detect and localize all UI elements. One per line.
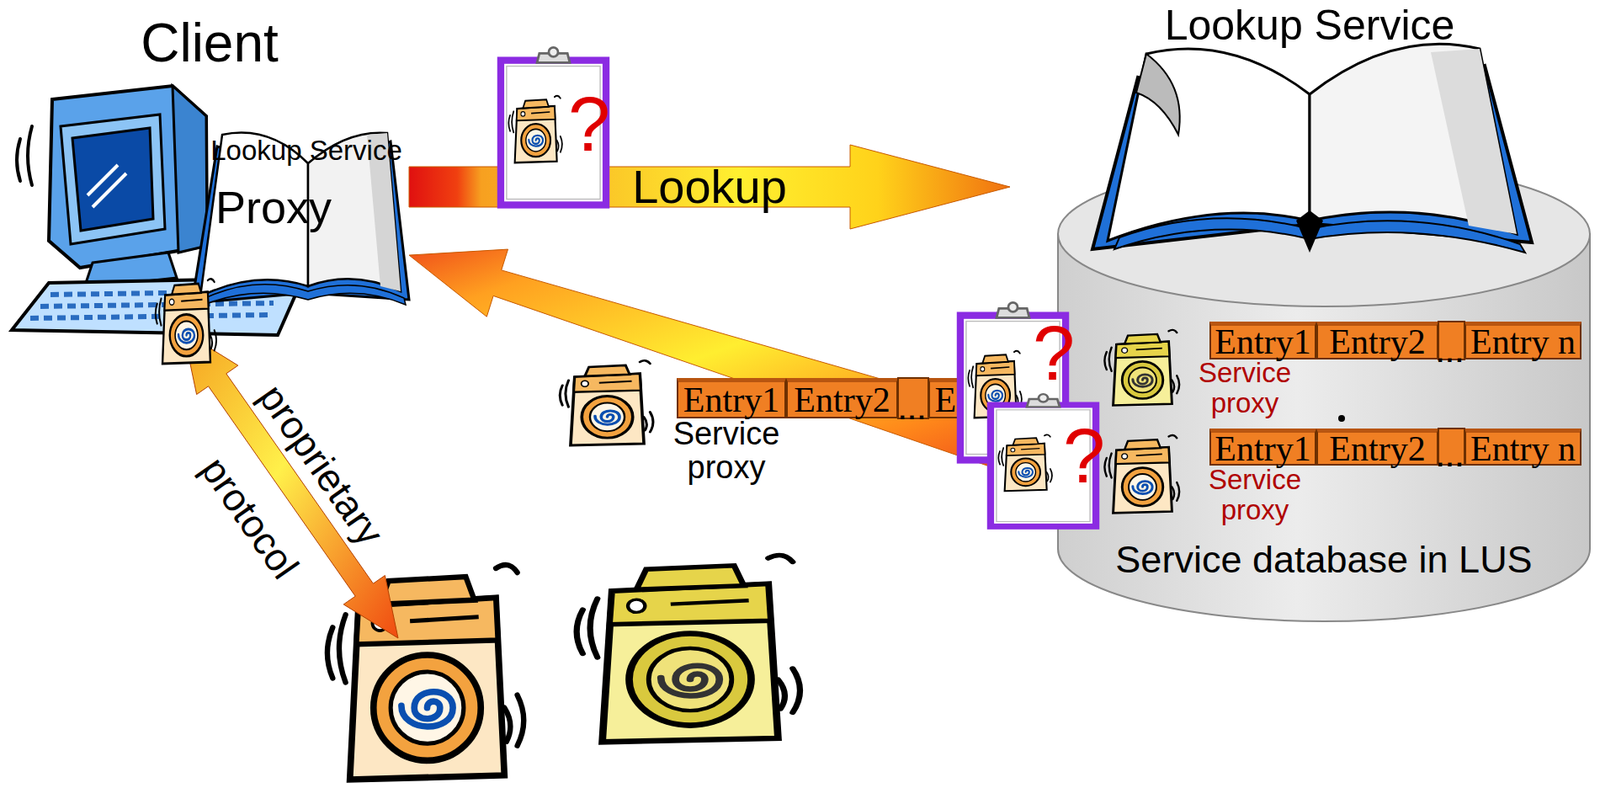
node-text: Entry1 (1214, 324, 1311, 360)
node-text: Entry2 (793, 382, 890, 418)
screen-glare (87, 164, 127, 208)
node-text: Client (140, 15, 279, 70)
book-left-page (200, 132, 309, 297)
keyboard-keys (30, 291, 278, 319)
book-spine (1296, 210, 1324, 253)
question-mark: ? (1063, 418, 1106, 495)
node-text: Entry1 (683, 382, 780, 418)
edge-label: Lookup (632, 163, 787, 211)
entry-box: Entry2 (1316, 428, 1439, 466)
monitor-screen (72, 127, 154, 231)
washing-machine (576, 555, 800, 743)
entry-box: Entry2 (786, 377, 899, 419)
book-left-page (1107, 48, 1310, 241)
entry-box: Entry1 (1209, 428, 1317, 466)
monitor-body (48, 85, 208, 268)
book-edge (203, 284, 406, 305)
template-clipboard (990, 393, 1096, 527)
node-text: Lookup Service (210, 136, 402, 165)
protocol-label: protocol (194, 450, 306, 585)
proxy-book: Lookup ServiceProxy (188, 126, 410, 308)
result-arrow (409, 249, 1065, 487)
entry-gap-box (898, 377, 929, 419)
node-text: Entry1 (1214, 430, 1311, 467)
entry-gap-box (1438, 321, 1465, 360)
node-text: Entry n (1470, 430, 1576, 467)
row-separator-dot (1338, 414, 1345, 422)
service-proxy-label: Service proxy (1200, 464, 1310, 526)
proxy-book-outline (188, 126, 410, 308)
page-curl (1136, 53, 1181, 135)
entry-box: Entry n (1464, 428, 1582, 466)
service-proxy-icon (559, 360, 654, 446)
question-mark: ? (568, 86, 611, 163)
protocol-label: proprietary (252, 377, 391, 552)
book-right-page (308, 132, 401, 292)
entry-box: Entry n (1464, 321, 1582, 360)
entry-box: Entry2 (1316, 321, 1439, 360)
client-area: ClientLookup ServiceProxy (8, 6, 421, 378)
monitor-side (172, 85, 208, 253)
client-computer (11, 85, 303, 335)
node-text: Entry n (1470, 324, 1576, 360)
service-proxy-icon (155, 278, 217, 364)
node-text: Service database in LUS (1115, 540, 1532, 579)
page-shade (1430, 48, 1517, 234)
node-text: Lookup Service (1164, 4, 1456, 47)
vibration-lines (16, 126, 32, 186)
book-cover (191, 141, 410, 303)
node-text: Entry2 (1328, 430, 1425, 467)
node-text: Entry2 (1328, 324, 1425, 360)
lookup-service-book (1092, 43, 1532, 253)
node-text: Proxy (215, 184, 332, 230)
template-clipboard (500, 47, 606, 205)
entry-gap-box (1438, 428, 1465, 465)
page-shade (366, 132, 401, 292)
service-proxy-label: Service proxy (1190, 357, 1300, 419)
service-proxy-icon (1104, 329, 1180, 406)
ellipsis: ... (898, 398, 928, 424)
cylinder-body (1057, 233, 1590, 622)
entry-box: Entry1 (1209, 321, 1317, 360)
monitor-bezel (60, 114, 165, 245)
entry-box: Entry1 (676, 377, 787, 419)
keyboard (11, 277, 303, 335)
ellipsis: ... (1436, 445, 1466, 471)
ellipsis: ... (1436, 340, 1466, 367)
protocol-arrow (183, 331, 399, 638)
service-proxy-icon (1104, 435, 1180, 513)
service-proxy-label: Service proxy (654, 416, 798, 484)
question-mark: ? (1032, 315, 1075, 392)
book-right-page (1309, 43, 1517, 234)
